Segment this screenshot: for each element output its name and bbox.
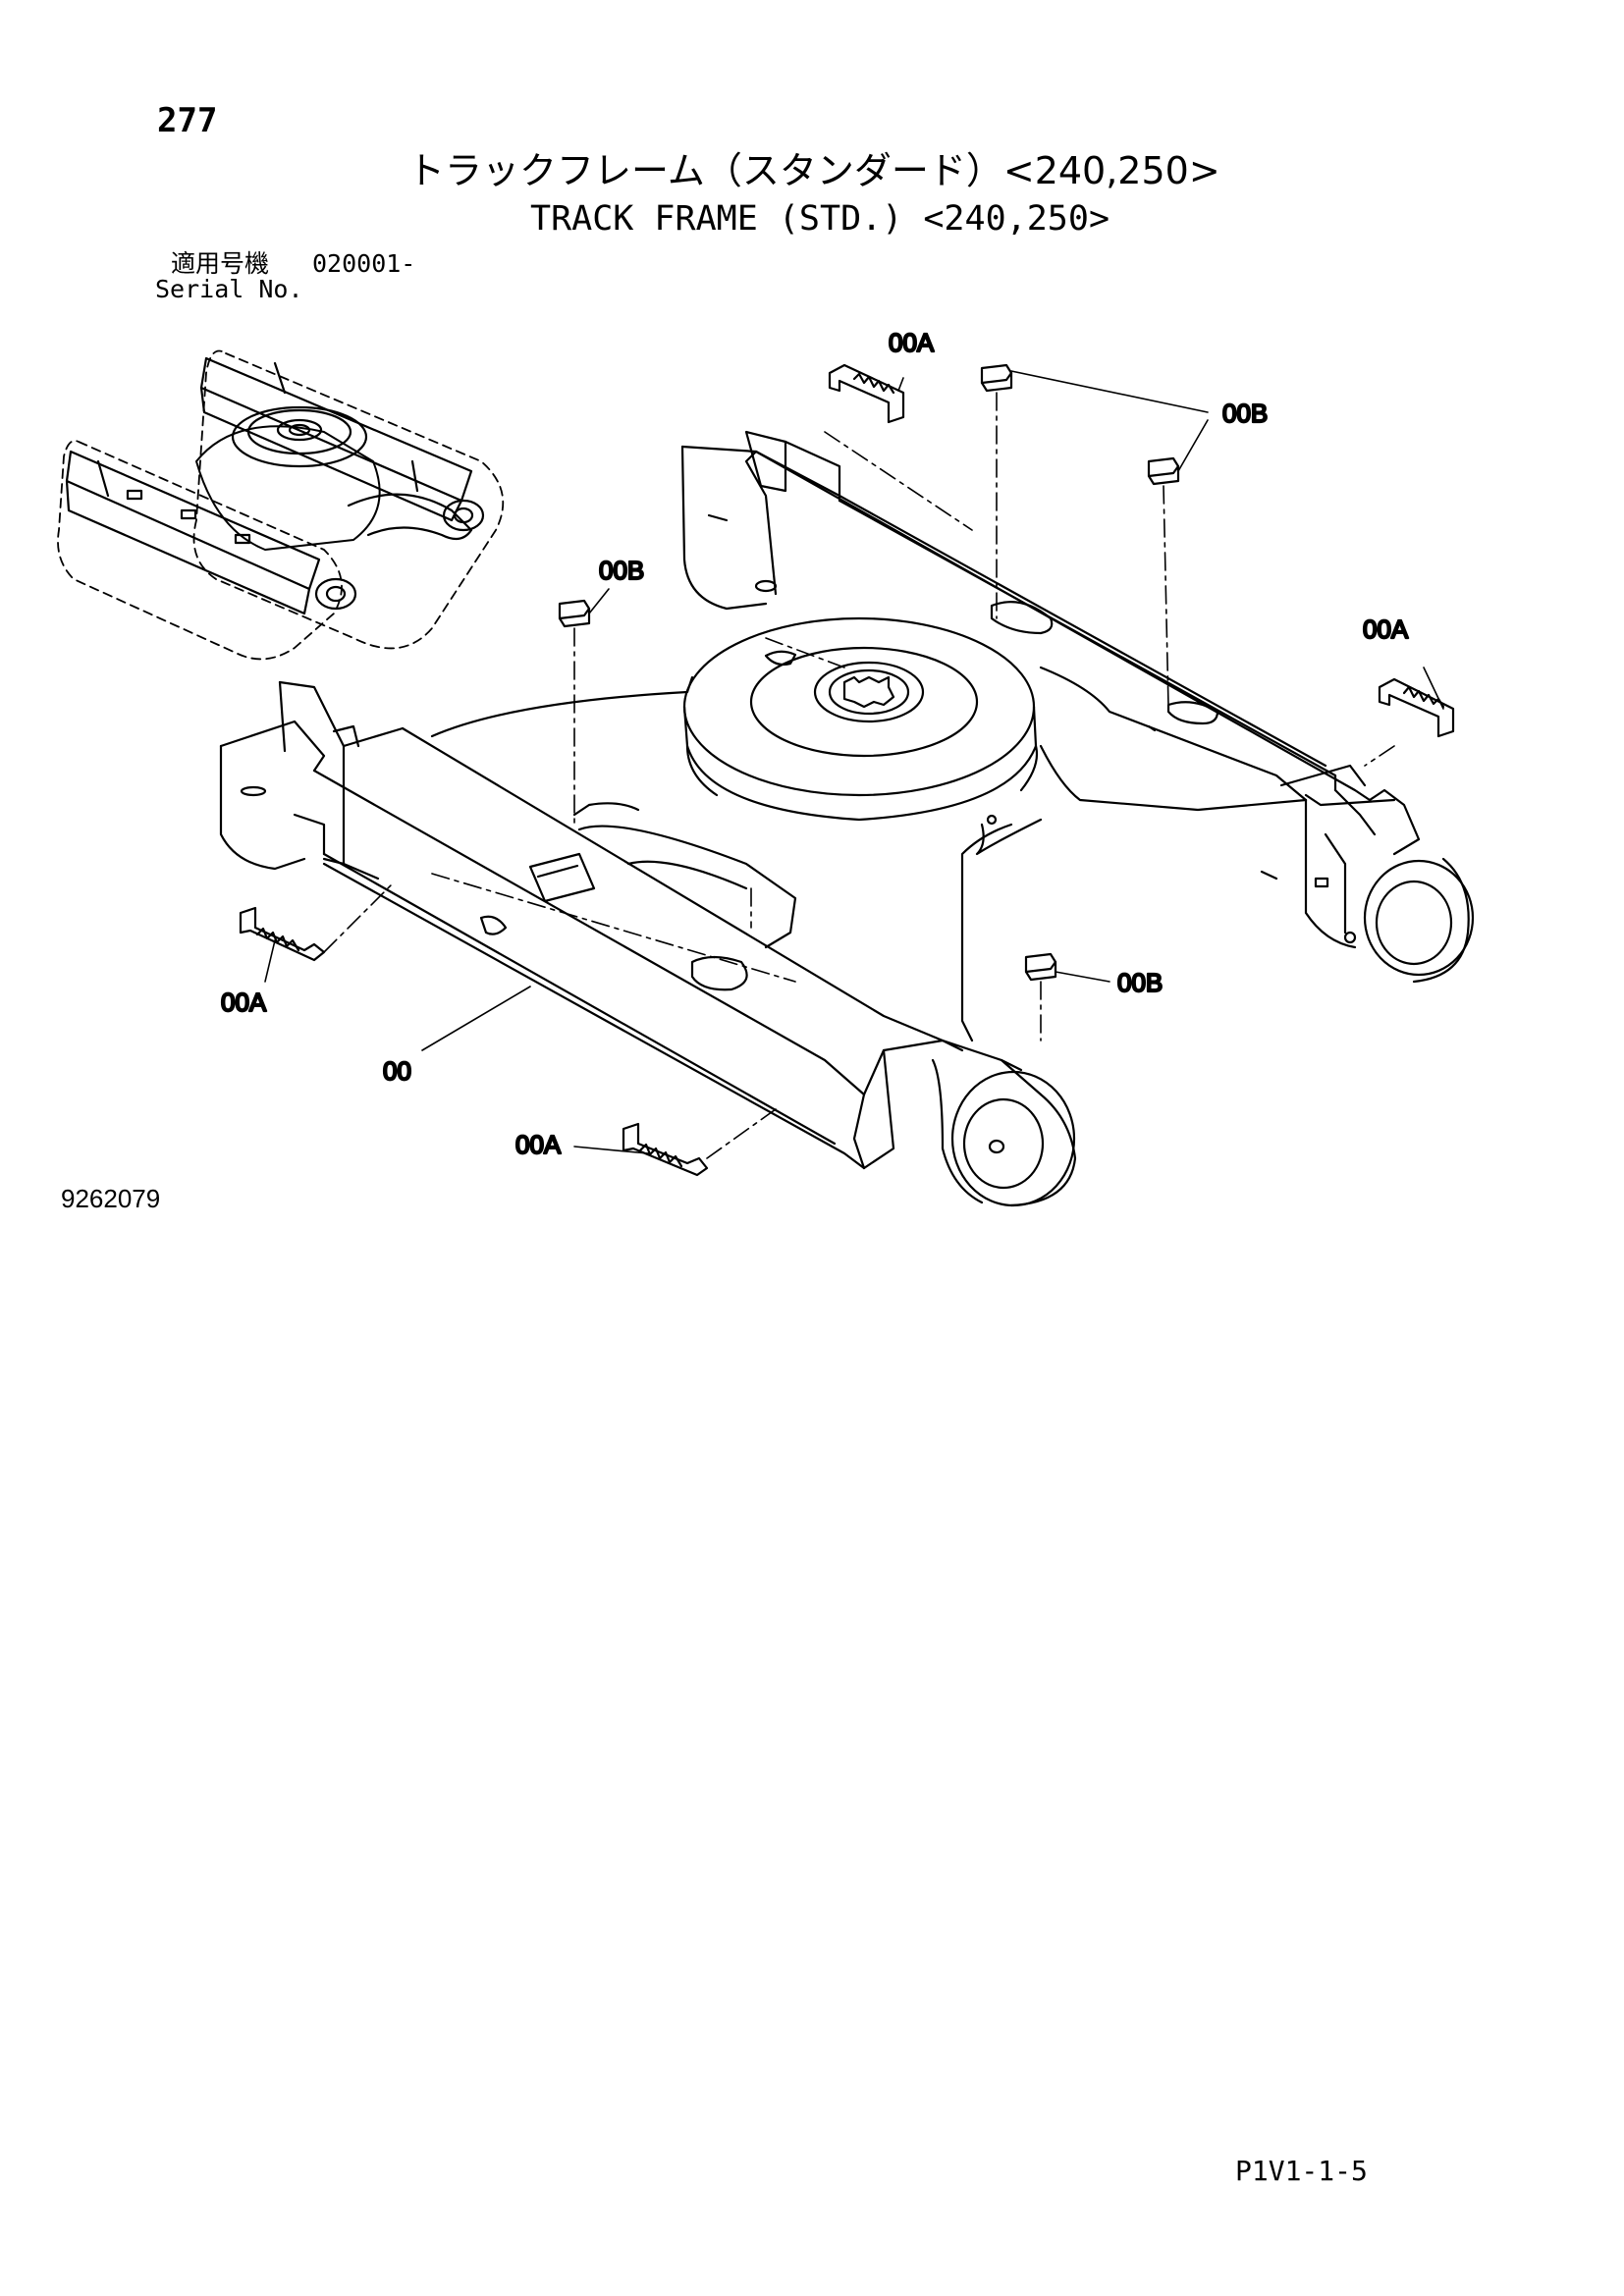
callout-00b-top-right: 00B xyxy=(1222,399,1268,428)
callout-00-frame: 00 xyxy=(383,1056,411,1086)
drawing-number: 9262079 xyxy=(61,1184,161,1213)
callout-00a-right: 00A xyxy=(1363,614,1409,644)
callout-00b-left: 00B xyxy=(599,556,644,585)
callout-00b-bottom-right: 00B xyxy=(1117,968,1163,997)
page-number: 277 xyxy=(157,101,218,140)
track-frame-main xyxy=(219,430,1475,1207)
track-frame-exploded-diagram: 00A 00B 00B 00A 00B 00A 00 00A xyxy=(57,327,1475,1207)
serial-range: 020001- xyxy=(312,249,416,278)
serial-label-japanese: 適用号機 xyxy=(171,249,270,278)
callout-00a-left: 00A xyxy=(221,988,267,1017)
callout-00a-bottom: 00A xyxy=(515,1130,562,1159)
page-code: P1V1-1-5 xyxy=(1235,2155,1368,2187)
callout-00a-top: 00A xyxy=(889,328,935,357)
title-english: TRACK FRAME (STD.) <240,250> xyxy=(530,199,1110,239)
overview-illustration xyxy=(57,349,505,661)
leader-lines xyxy=(264,370,1444,1154)
clip-parts xyxy=(239,363,1455,1177)
serial-label-english: Serial No. xyxy=(155,275,303,303)
pad-parts xyxy=(558,363,1180,982)
assembly-lines xyxy=(323,392,1395,1159)
title-japanese: トラックフレーム（スタンダード）<240,250> xyxy=(407,149,1220,192)
